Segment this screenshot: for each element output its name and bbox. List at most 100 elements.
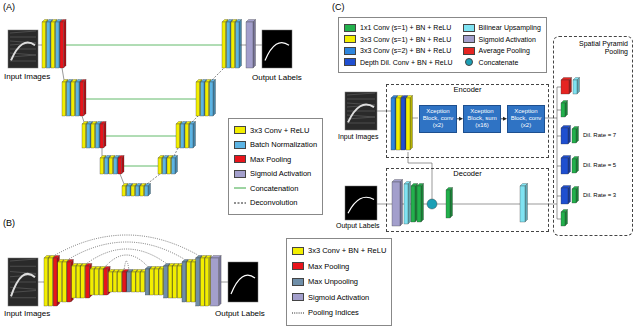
- speckle: [10, 282, 36, 283]
- vessel-wall: [11, 274, 35, 297]
- slab-side: [569, 78, 572, 95]
- ultrasound-image: [345, 92, 377, 130]
- layer-slab: [404, 182, 411, 225]
- concatenation-line: [122, 166, 158, 167]
- slab-front: [231, 22, 235, 68]
- speckle: [10, 49, 36, 50]
- image-frame: [8, 258, 38, 306]
- legend-text: 3x3 Conv (s=2) + BN + ReLU: [360, 47, 451, 54]
- layer-slab: [411, 184, 418, 223]
- layer-slab: [561, 126, 571, 145]
- pooling-indices-link: [69, 242, 184, 259]
- slab-front: [401, 98, 405, 150]
- label-image: [228, 262, 258, 302]
- slab-front: [200, 258, 204, 306]
- slab-front: [176, 124, 180, 148]
- layer-slab: [211, 256, 222, 307]
- speckle: [10, 61, 36, 62]
- pooling-group: Spatial Pyramid Pooling: [553, 36, 633, 236]
- slab-front: [196, 82, 200, 116]
- pooling-link: [120, 174, 124, 184]
- layer-slab: [572, 157, 579, 174]
- slab-front: [205, 258, 209, 306]
- legend-row: Concatenation: [234, 181, 317, 196]
- legend-row: 1x1 Conv (s=1) + BN + ReLU: [344, 22, 453, 34]
- slab-side: [64, 20, 67, 69]
- legend-row: Deconvolution: [234, 196, 317, 211]
- image-frame: [345, 92, 377, 130]
- legend-row: Bilinear Upsampling: [463, 22, 541, 34]
- box-text: Xception Block, sum (x16): [465, 108, 499, 130]
- legend-box: 3x3 Conv + BN + ReLUMax PoolingMax Unpoo…: [286, 238, 392, 326]
- speckle: [347, 123, 375, 124]
- image-frame: [345, 186, 377, 220]
- slab-front: [236, 22, 240, 68]
- legend-row: Max Pooling: [292, 259, 386, 275]
- slab-front: [71, 82, 75, 116]
- layer-slab: [190, 122, 196, 149]
- legend-text: 3x3 Conv (s=1) + BN + ReLU: [360, 36, 451, 43]
- slab-front: [177, 266, 181, 298]
- slab-front: [109, 158, 113, 174]
- legend-row: 3x3 Conv + BN + ReLU: [292, 243, 386, 259]
- speckle: [10, 31, 36, 33]
- data-link: [377, 111, 391, 112]
- slab-front: [190, 124, 194, 148]
- layer-slab: [572, 187, 579, 204]
- slab-front: [105, 158, 109, 174]
- deconvolution-link: [192, 116, 198, 122]
- pooling-indices-link: [87, 249, 165, 263]
- slab-front: [520, 186, 525, 222]
- slab-front: [136, 186, 140, 196]
- layer-slab: [561, 78, 572, 95]
- process-box: Xception Block, conv (x2): [507, 105, 545, 133]
- pooling-link: [82, 116, 84, 122]
- slab-front: [561, 188, 568, 204]
- slab-front: [163, 158, 167, 174]
- line-sample: [234, 184, 246, 192]
- concatenation-line: [104, 136, 176, 137]
- slab-side: [576, 187, 579, 204]
- spp-branch: [557, 166, 561, 167]
- legend-swatch: [292, 262, 304, 270]
- sample-stroke: [292, 312, 304, 313]
- slab-front: [81, 266, 85, 298]
- slab-front: [82, 124, 86, 148]
- rate-label: Dil. Rate = 3: [583, 192, 616, 199]
- deconvolution-link: [174, 148, 178, 156]
- slab-front: [167, 158, 171, 174]
- pooling-link: [62, 68, 64, 80]
- vessel-wall: [348, 105, 374, 123]
- slab-side: [408, 182, 411, 225]
- legend-row: Depth Dil. Conv + BN + ReLU: [344, 57, 453, 69]
- legend-text: 3x3 Conv + ReLU: [250, 126, 309, 135]
- speckle: [347, 99, 375, 100]
- slab-front: [561, 80, 569, 94]
- legend-text: 1x1 Conv (s=1) + BN + ReLU: [360, 24, 451, 31]
- slab-side: [213, 80, 216, 117]
- slab-front: [47, 22, 51, 68]
- speckle: [10, 37, 36, 38]
- layer-slab: [60, 20, 66, 69]
- rate-label: Dil. Rate = 7: [583, 132, 616, 139]
- legend-row: Batch Normalization: [234, 138, 317, 153]
- legend-swatch: [463, 35, 475, 43]
- legend-text: Average Pooling: [479, 47, 530, 54]
- legend-swatch: [292, 247, 304, 255]
- slab-front: [118, 272, 122, 292]
- group-heading: Spatial Pyramid Pooling: [558, 40, 628, 56]
- legend-swatch: [234, 170, 246, 178]
- layer-slab: [172, 156, 178, 175]
- slab-front: [141, 272, 145, 292]
- label-image: [345, 186, 377, 220]
- layer-slab: [100, 122, 106, 149]
- slab-front: [60, 22, 64, 68]
- spp-branch: [557, 136, 561, 137]
- sample-stroke: [234, 202, 246, 203]
- slab-front: [159, 269, 163, 295]
- slab-front: [222, 22, 226, 68]
- slab-side: [239, 20, 242, 69]
- slab-side: [450, 188, 453, 219]
- layer-slab: [80, 80, 86, 117]
- vessel-wall: [231, 275, 255, 294]
